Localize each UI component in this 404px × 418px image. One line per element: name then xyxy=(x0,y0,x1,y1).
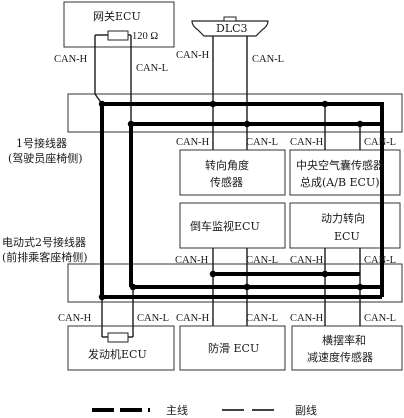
dlc3-label: DLC3 xyxy=(216,22,248,35)
gateway-ecu-label: 网关ECU xyxy=(93,9,141,23)
gateway-canh-label: CAN-H xyxy=(54,54,88,65)
legend-main-label: 主线 xyxy=(166,403,188,417)
yaw-sensor-label-2: 减速度传感器 xyxy=(307,350,373,364)
dlc3-connector xyxy=(191,20,269,37)
power-steering-label-2: ECU xyxy=(334,230,360,243)
gateway-canl-label: CAN-L xyxy=(136,63,168,74)
steering-sensor-label-1: 转向角度 xyxy=(205,158,249,172)
reverse-canl-label: CAN-L xyxy=(246,255,278,266)
airbag-canl-label: CAN-L xyxy=(364,137,396,148)
dlc3-canh-label: CAN-H xyxy=(176,50,210,61)
legend: 主线 副线 xyxy=(92,403,317,417)
abs-canl-label: CAN-L xyxy=(246,313,278,324)
airbag-canh-label: CAN-H xyxy=(290,137,324,148)
junction-1-box xyxy=(67,93,403,133)
abs-canh-label: CAN-H xyxy=(176,313,210,324)
dlc3-canl-label: CAN-L xyxy=(252,54,284,65)
power-steer-canl-label: CAN-L xyxy=(364,255,396,266)
airbag-ecu-label-1: 中央空气囊传感器 xyxy=(296,158,384,172)
steering-canh-label: CAN-H xyxy=(176,137,210,148)
junction-2-label: 电动式2号接线器 xyxy=(2,235,86,249)
dlc3-tab xyxy=(223,16,237,22)
engine-resistor-symbol xyxy=(107,332,129,343)
power-steer-canh-label: CAN-H xyxy=(290,255,324,266)
power-steering-label-1: 动力转向 xyxy=(321,211,365,225)
yaw-canl-label: CAN-L xyxy=(364,313,396,324)
reverse-monitor-label: 倒车监视ECU xyxy=(190,219,260,233)
reverse-monitor-box xyxy=(179,202,286,249)
engine-ecu-label: 发动机ECU xyxy=(88,347,147,361)
junction-dots xyxy=(98,100,364,301)
steering-sensor-box xyxy=(179,149,286,196)
yaw-sensor-label-1: 横摆率和 xyxy=(322,333,366,347)
yaw-canh-label: CAN-H xyxy=(290,313,324,324)
reverse-canh-label: CAN-H xyxy=(175,255,209,266)
junction-1-sublabel: (驾驶员座椅侧) xyxy=(8,151,83,165)
junction-2-sublabel: (前排乘客座椅侧) xyxy=(2,250,88,264)
airbag-ecu-label-2: 总成(A/B ECU) xyxy=(300,175,380,189)
engine-canh-label: CAN-H xyxy=(58,313,92,324)
steering-canl-label: CAN-L xyxy=(246,137,278,148)
steering-sensor-label-2: 传感器 xyxy=(210,176,243,189)
yaw-sensor-box xyxy=(291,325,403,371)
main-bus-canh-j1 xyxy=(102,102,384,124)
abs-ecu-label: 防滑 ECU xyxy=(208,341,259,355)
junction-1-label: 1号接线器 xyxy=(16,136,67,150)
legend-sub-label: 副线 xyxy=(295,403,317,417)
resistor-symbol xyxy=(107,30,129,41)
engine-canl-label: CAN-L xyxy=(137,313,169,324)
resistor-label: 120 Ω xyxy=(132,31,158,42)
abs-ecu-box xyxy=(179,325,286,371)
